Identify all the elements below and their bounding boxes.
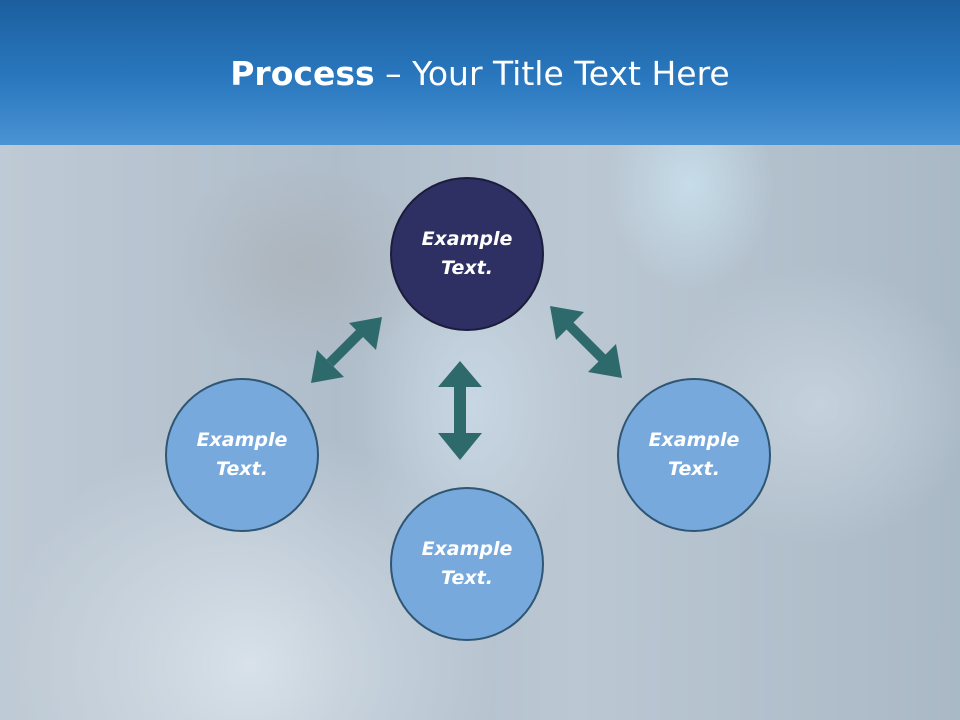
process-circle-left[interactable]: Example Text.: [165, 378, 319, 532]
process-circle-bottom[interactable]: Example Text.: [390, 487, 544, 641]
title-rest: – Your Title Text Here: [374, 54, 730, 93]
slide-title: Process – Your Title Text Here: [0, 52, 960, 96]
header-band: Process – Your Title Text Here: [0, 0, 960, 145]
circle-text: Example Text.: [421, 538, 513, 589]
process-circle-right[interactable]: Example Text.: [617, 378, 771, 532]
circle-text: Example Text.: [421, 228, 513, 279]
circle-text: Example Text.: [648, 429, 740, 480]
circle-text: Example Text.: [196, 429, 288, 480]
title-bold: Process: [230, 54, 375, 93]
process-circle-top[interactable]: Example Text.: [390, 177, 544, 331]
